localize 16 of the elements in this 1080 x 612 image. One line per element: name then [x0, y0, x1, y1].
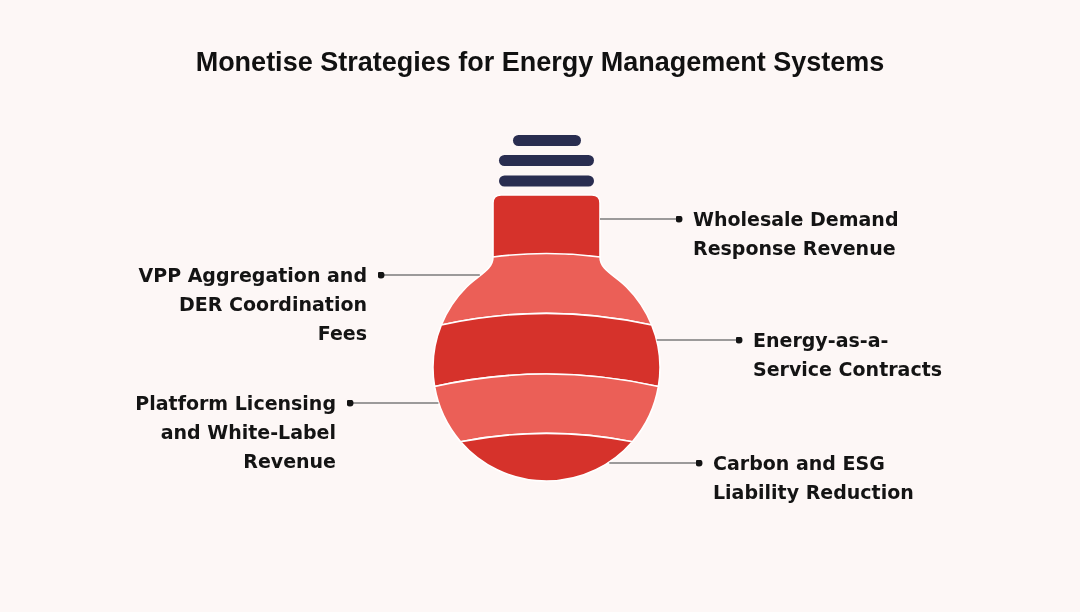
leader-line [608, 459, 703, 467]
bulb-band [440, 252, 653, 326]
leader-line [377, 271, 481, 279]
bulb-band [432, 312, 661, 388]
leader-line [346, 399, 440, 407]
leader-line [656, 336, 743, 344]
bulb-neck [492, 194, 601, 258]
callout-text: Platform Licensing and White-Label Revenue [126, 388, 350, 476]
callout-text: Energy-as-a-Service Contracts [739, 325, 953, 384]
title: Monetise Strategies for Energy Management Systems [195, 46, 885, 79]
bulb-band [433, 373, 660, 443]
leader-line [599, 215, 683, 223]
bulb-bottom [459, 432, 634, 482]
callout-text: VPP Aggregation and DER Coordination Fees [132, 260, 381, 348]
callout-text: Carbon and ESG Liability Reduction [699, 448, 923, 507]
callout-text: Wholesale Demand Response Revenue [679, 204, 908, 263]
